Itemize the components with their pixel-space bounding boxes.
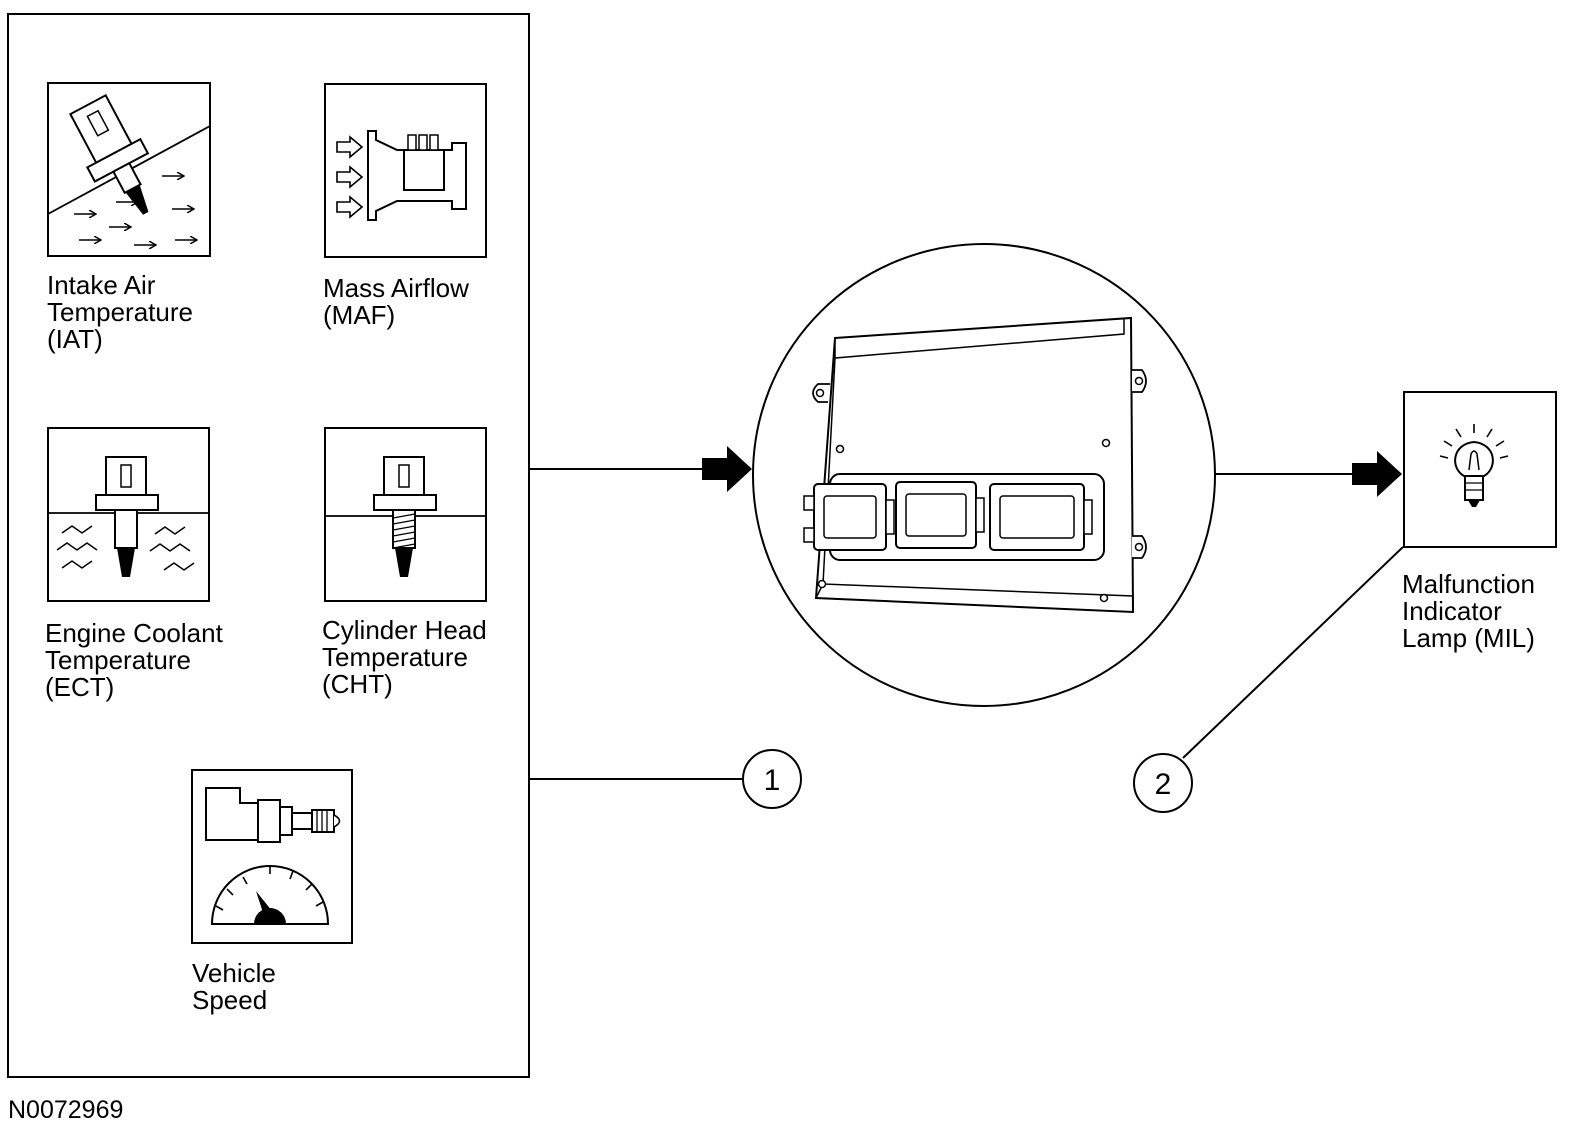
sensor-group-panel: [7, 13, 530, 1078]
mil-label-line-2: Indicator: [1402, 596, 1502, 626]
iat-label-line-2: Temperature: [47, 297, 193, 327]
mil-lamp-icon: [1403, 391, 1557, 548]
callout-2-number: 2: [1155, 768, 1172, 801]
iat-label-line-1: Intake Air: [47, 270, 156, 300]
maf-label: Mass Airflow (MAF): [323, 275, 469, 329]
iat-label-line-3: (IAT): [47, 324, 103, 354]
ect-label-line-1: Engine Coolant: [45, 618, 223, 648]
mil-label-line-1: Malfunction: [1402, 569, 1535, 599]
iat-label: Intake Air Temperature (IAT): [47, 272, 193, 353]
mil-label-line-3: Lamp (MIL): [1402, 623, 1535, 653]
iat-sensor-icon: [47, 82, 211, 257]
vehicle-speed-label-line-1: Vehicle: [192, 958, 276, 988]
output-arrow-icon: [1352, 451, 1402, 497]
maf-label-line-2: (MAF): [323, 300, 396, 330]
mil-label: Malfunction Indicator Lamp (MIL): [1402, 571, 1535, 652]
callout-1: 1: [742, 749, 802, 809]
ect-sensor-icon: [47, 427, 210, 602]
vehicle-speed-icon: [191, 769, 353, 944]
pcm-connector-3: [989, 483, 1093, 551]
callout-2-leader-line: [1182, 546, 1404, 759]
input-arrow-icon: [702, 446, 752, 492]
vehicle-speed-label-line-2: Speed: [192, 985, 268, 1015]
maf-sensor-icon: [324, 83, 487, 258]
callout-1-number: 1: [764, 764, 781, 797]
cht-label-line-1: Cylinder Head: [322, 615, 487, 645]
ect-label-line-3: (ECT): [45, 672, 115, 702]
cht-label-line-3: (CHT): [322, 669, 393, 699]
cht-label: Cylinder Head Temperature (CHT): [322, 617, 487, 698]
ect-label: Engine Coolant Temperature (ECT): [45, 620, 223, 701]
cht-sensor-icon: [324, 427, 487, 602]
cht-label-line-2: Temperature: [322, 642, 468, 672]
ect-label-line-2: Temperature: [45, 645, 191, 675]
pcm-connector-2: [895, 481, 985, 549]
callout-2: 2: [1133, 753, 1193, 813]
vehicle-speed-label: Vehicle Speed: [192, 960, 276, 1014]
figure-id: N0072969: [8, 1096, 124, 1124]
maf-label-line-1: Mass Airflow: [323, 273, 469, 303]
pcm-connector-1: [803, 483, 895, 551]
pcm-module-icon: [752, 243, 1216, 707]
